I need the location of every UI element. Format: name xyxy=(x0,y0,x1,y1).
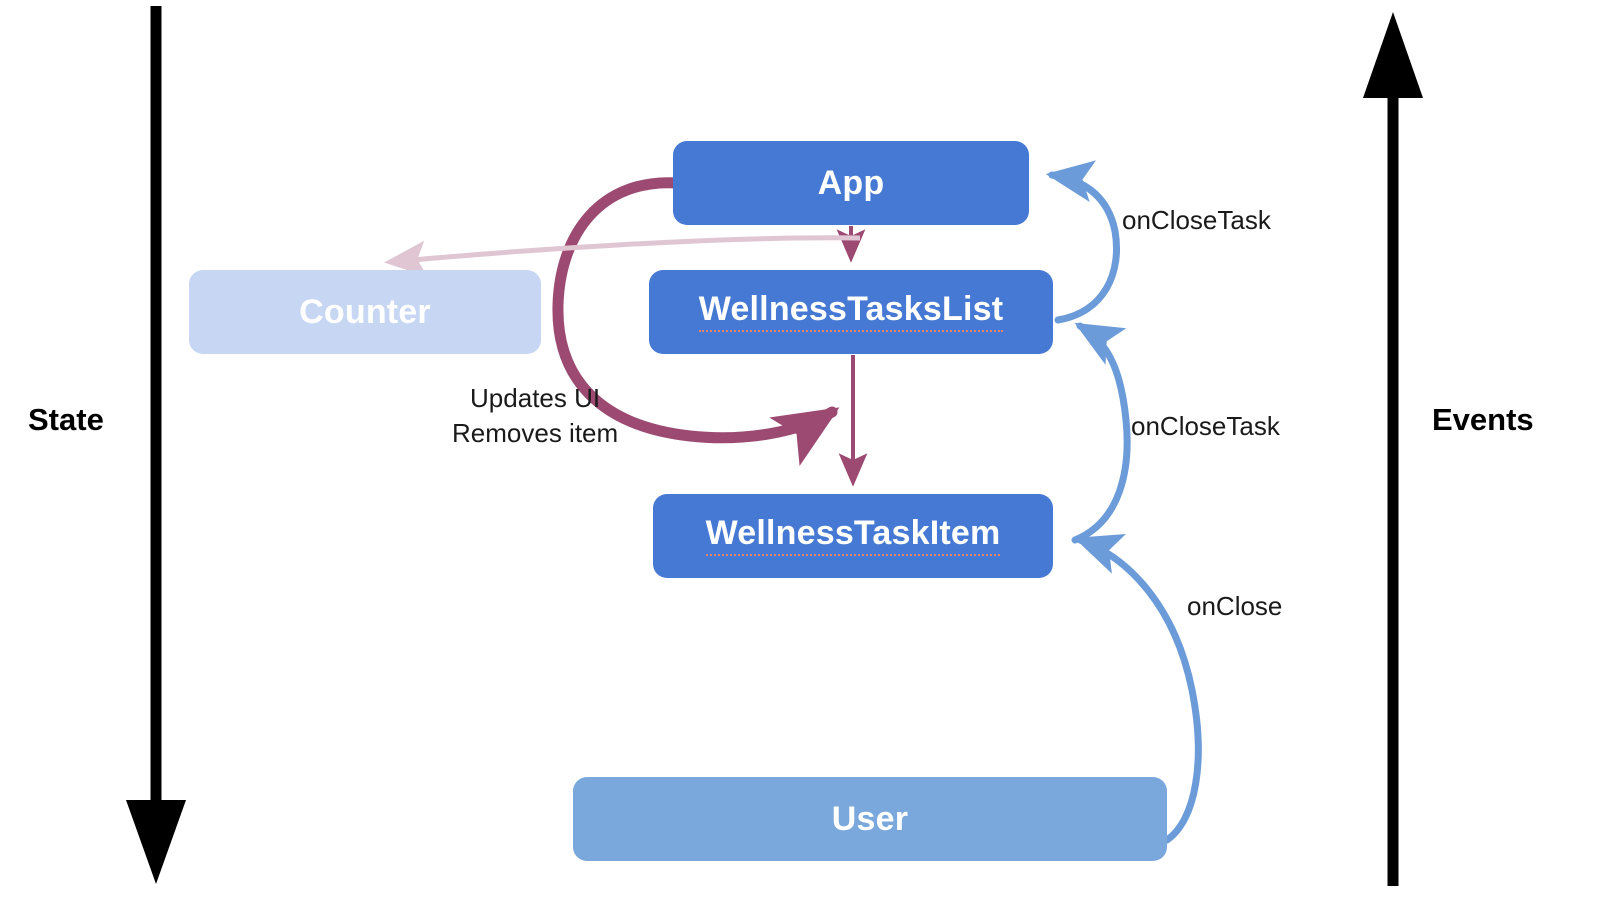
edge-label-onclosetask-upper: onCloseTask xyxy=(1122,205,1271,235)
state-axis-label: State xyxy=(28,402,104,437)
edge-label-onclosetask-lower: onCloseTask xyxy=(1131,411,1280,441)
node-wellness-task-item-label: WellnessTaskItem xyxy=(705,516,1001,556)
node-counter[interactable]: Counter xyxy=(189,270,541,354)
node-wellness-tasks-list[interactable]: WellnessTasksList xyxy=(649,270,1053,354)
node-wellness-task-item[interactable]: WellnessTaskItem xyxy=(653,494,1053,578)
node-user-label: User xyxy=(831,800,909,838)
edge-item-to-list xyxy=(1071,322,1131,544)
edge-label-updates-ui-line2: Removes item xyxy=(452,417,619,448)
edge-label-updates-ui-line1: Updates UI xyxy=(470,383,601,413)
node-app-label: App xyxy=(817,164,885,202)
events-axis-arrow xyxy=(1363,12,1423,886)
state-axis-arrow xyxy=(126,6,186,884)
edge-user-to-item xyxy=(1074,534,1202,844)
node-counter-label: Counter xyxy=(299,293,431,331)
edge-label-onclose: onClose xyxy=(1187,591,1283,621)
edge-app-to-counter xyxy=(384,235,861,277)
node-wellness-tasks-list-label: WellnessTasksList xyxy=(698,292,1004,332)
node-user[interactable]: User xyxy=(573,777,1167,861)
edge-label-updates-ui: Updates UI Removes item xyxy=(452,381,618,450)
edge-list-to-app xyxy=(1045,160,1120,324)
edge-updates-ui-loop xyxy=(552,177,840,466)
events-axis-label: Events xyxy=(1432,402,1534,437)
node-app[interactable]: App xyxy=(673,141,1029,225)
